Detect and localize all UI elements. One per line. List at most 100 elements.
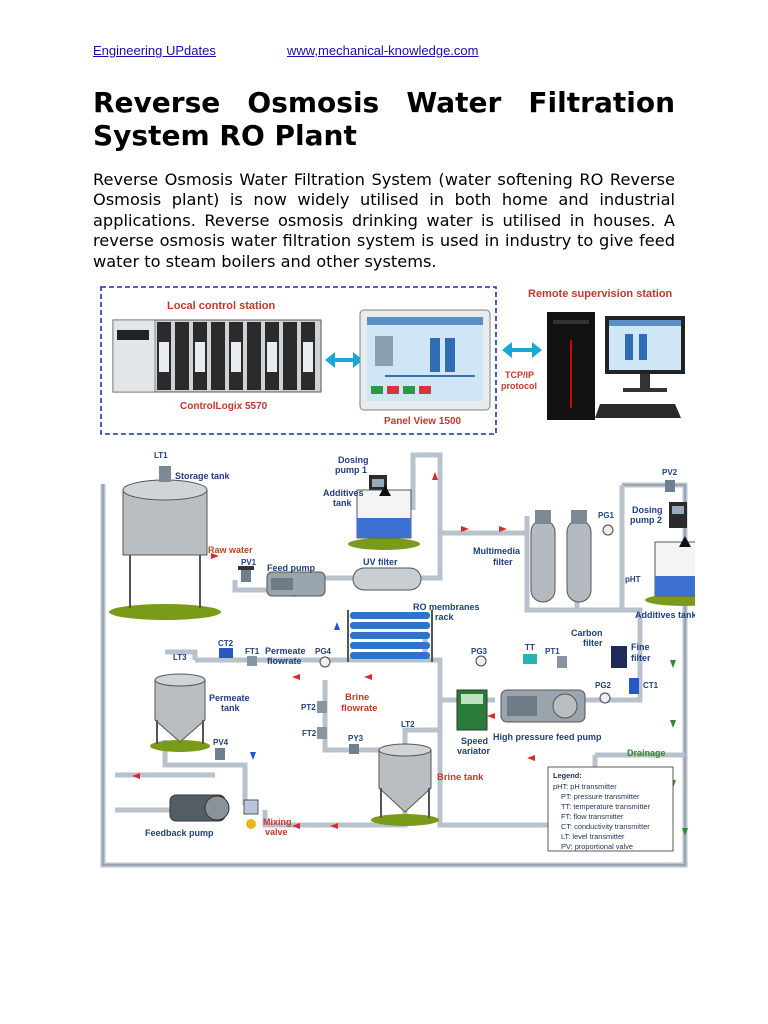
additives-tank-2-label: Additives tank [635,610,695,620]
carbon-filter [566,510,592,603]
storage-tank-label: Storage tank [175,471,231,481]
legend-title: Legend: [553,771,582,780]
ft2-sensor [317,727,327,739]
multimedia-label-2: filter [493,557,513,567]
dosing-pump-1-label-2: pump 1 [335,465,367,475]
legend-item: PV: proportional valve [561,842,633,851]
raw-water-label: Raw water [208,545,253,555]
lt1-label: LT1 [154,451,168,460]
legend: Legend: pHT: pH transmitter PT: pressure… [547,766,674,852]
remote-workstation [547,312,685,420]
speed-variator-label-1: Speed [461,736,488,746]
panel-view-hmi [359,309,491,411]
additives-tank-1-label-2: tank [333,498,353,508]
mixing-valve [243,799,259,829]
permeate-flow-label-1: Permeate [265,646,306,656]
fine-filter-label-2: filter [631,653,651,663]
pg4-label: PG4 [315,647,332,656]
dosing-pump-2 [669,502,687,528]
plc-label: ControlLogix 5570 [180,401,268,412]
link-arrow-2 [502,342,542,358]
multimedia-label-1: Multimedia [473,546,521,556]
carbon-filter-label-2: filter [583,638,603,648]
pg2-label: PG2 [595,681,612,690]
ft1-label: FT1 [245,647,260,656]
article-intro: Reverse Osmosis Water Filtration System … [93,170,675,271]
local-station-label: Local control station [167,300,275,312]
ct1-sensor [629,678,639,694]
pg1-label: PG1 [598,511,615,520]
feedback-pump-label: Feedback pump [145,828,214,838]
pv4-label: PV4 [213,738,229,747]
legend-item: TT: temperature transmitter [561,802,651,811]
pv1-label: PV1 [241,558,257,567]
permeate-tank [150,673,210,752]
link-arrow-1 [325,352,363,368]
mixing-valve-label-1: Mixing [263,817,292,827]
pt2-label: PT2 [301,703,316,712]
dosing-pump-2-label-2: pump 2 [630,515,662,525]
panel-label: Panel View 1500 [384,416,462,427]
brine-flow-label-2: flowrate [341,703,377,714]
ct2-label: CT2 [218,639,234,648]
ro-membrane-rack [347,610,433,662]
legend-item: CT: conductivity transmitter [561,822,650,831]
permeate-flow-label-2: flowrate [267,656,302,666]
py3-label: PY3 [348,734,364,743]
hp-pump-label: High pressure feed pump [493,732,602,742]
py3-valve [349,744,359,754]
tt-label: TT [525,643,535,652]
ro-plant-diagram: Local control station ControlLogix 5570 [95,280,695,870]
pv1-valve [238,566,254,582]
legend-item: PT: pressure transmitter [561,792,640,801]
pv2-label: PV2 [662,468,678,477]
dosing-pump-1-label-1: Dosing [338,455,369,465]
legend-item: pHT: pH transmitter [553,782,617,791]
protocol-label-1: TCP/IP [505,370,534,380]
uv-filter-label: UV filter [363,557,398,567]
ft2-label: FT2 [302,729,317,738]
tt-sensor [523,654,537,664]
lt2-label: LT2 [401,720,415,729]
brine-flow-label-1: Brine [345,692,369,703]
pt1-sensor [557,656,567,668]
mechanical-knowledge-link[interactable]: www,mechanical-knowledge.com [287,43,479,58]
uv-filter [352,567,422,591]
legend-item: LT: level transmitter [561,832,625,841]
additives-tank-1-label-1: Additives [323,488,364,498]
legend-item: FT: flow transmitter [561,812,624,821]
feed-pump [266,571,326,597]
speed-variator-label-2: variator [457,746,491,756]
protocol-label-2: protocol [501,381,537,391]
mixing-valve-label-2: valve [265,827,288,837]
storage-tank [109,466,221,620]
ft1-sensor [247,656,257,666]
ro-rack-label-2: rack [435,612,455,622]
ro-rack-label-1: RO membranes [413,602,480,612]
ct1-label: CT1 [643,681,659,690]
ct2-sensor [219,648,233,658]
pv4-valve [215,748,225,760]
additives-tank-1 [348,485,420,550]
pht-label: pHT [625,575,641,584]
speed-variator [456,689,488,731]
local-control-station: Local control station ControlLogix 5570 [100,286,497,435]
pt2-sensor [317,701,327,713]
carbon-filter-label-1: Carbon [571,628,603,638]
article-title: Reverse Osmosis Water Filtration System … [93,86,675,152]
brine-tank-label: Brine tank [437,772,484,783]
high-pressure-pump [500,689,586,723]
feedback-pump [169,794,230,822]
pv2-valve [665,480,675,492]
permeate-tank-label-1: Permeate [209,693,250,703]
dosing-pump-2-label-1: Dosing [632,505,663,515]
remote-station-label: Remote supervision station [528,288,673,300]
permeate-tank-label-2: tank [221,703,241,713]
lt3-label: LT3 [173,653,187,662]
plc-rack [112,319,322,393]
engineering-updates-link[interactable]: Engineering UPdates [93,43,216,58]
brine-tank [371,743,439,826]
additives-tank-2 [645,536,695,606]
feed-pump-label: Feed pump [267,563,316,573]
pg3-label: PG3 [471,647,488,656]
